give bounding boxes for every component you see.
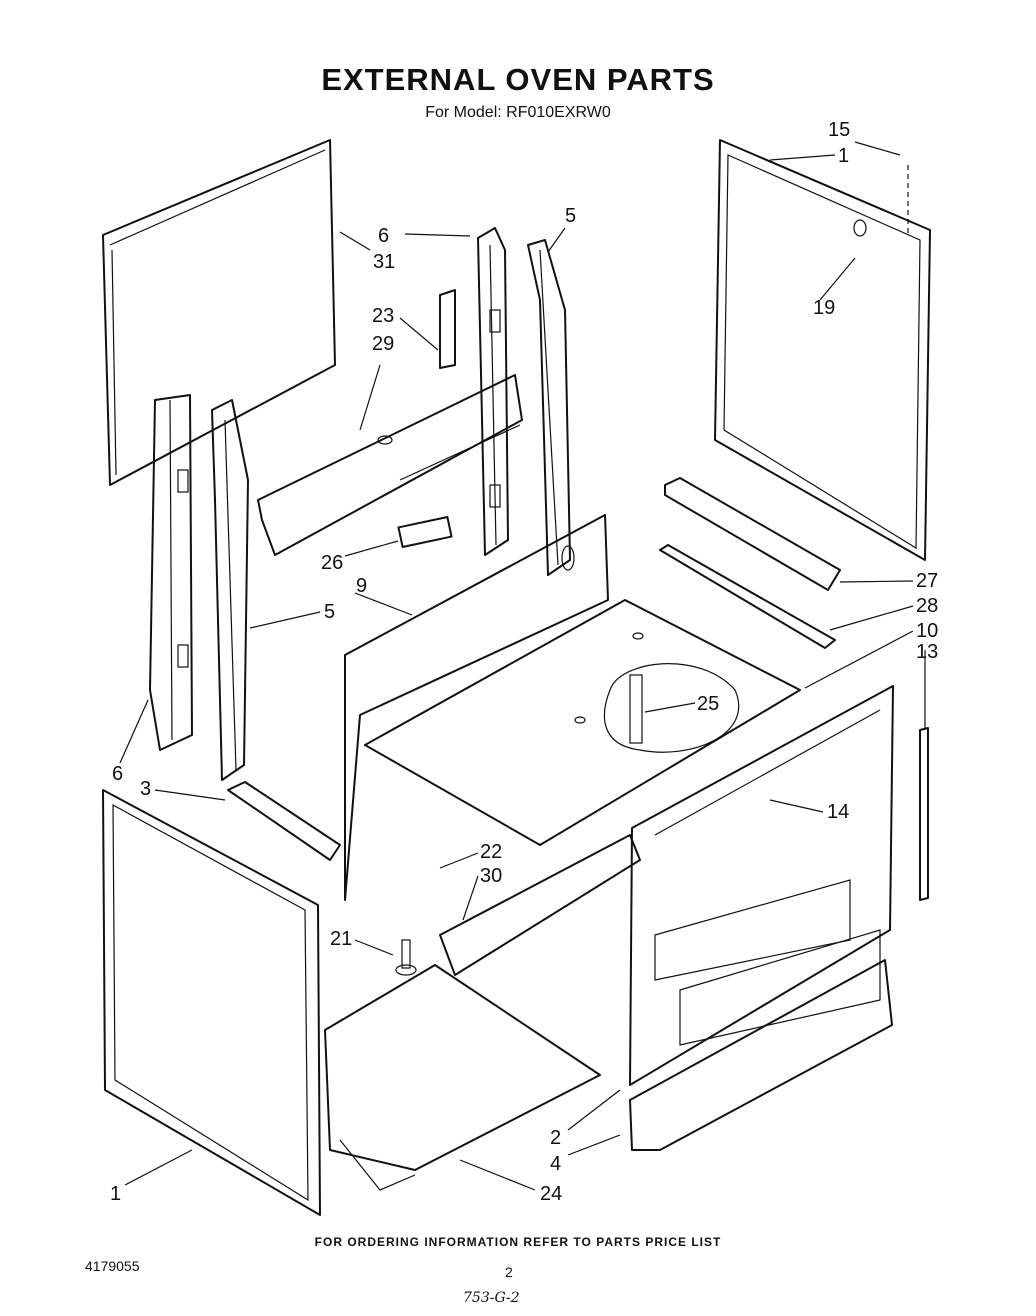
callout-23: 23 <box>372 305 394 327</box>
rear-panel-part <box>344 514 609 901</box>
callout-1: 1 <box>838 145 849 167</box>
left-side-panel-part <box>102 139 336 486</box>
callout-26: 26 <box>321 552 343 574</box>
bottom-base-part <box>324 964 601 1191</box>
left-front-rail-part <box>149 394 193 751</box>
callout-labels: 15 1 5 6 31 23 29 19 26 9 5 27 28 10 13 … <box>110 119 938 1205</box>
front-frame-part <box>629 685 894 1086</box>
rear-cross-bracket-part <box>257 374 523 556</box>
callout-19: 19 <box>813 297 835 319</box>
upper-rail-part <box>664 477 841 591</box>
callout-13: 13 <box>916 641 938 663</box>
callout-3: 3 <box>140 778 151 800</box>
terminal-block-part <box>397 516 453 548</box>
callout-9: 9 <box>356 575 367 597</box>
callout-21: 21 <box>330 928 352 950</box>
bottom-front-rail-part <box>629 959 893 1151</box>
callout-30: 30 <box>480 865 502 887</box>
callout-27: 27 <box>916 570 938 592</box>
left-lower-side-panel-part <box>102 789 321 1216</box>
callout-10: 10 <box>916 620 938 642</box>
vertical-strip-part <box>919 727 929 901</box>
model-subtitle: For Model: RF010EXRW0 <box>425 104 611 121</box>
page-title: EXTERNAL OVEN PARTS <box>321 62 715 97</box>
callout-31: 31 <box>373 251 395 273</box>
callout-1-lower: 1 <box>110 1183 121 1205</box>
callout-29: 29 <box>372 333 394 355</box>
callout-4: 4 <box>550 1153 561 1175</box>
center-rail-part <box>477 227 509 556</box>
callout-24: 24 <box>540 1183 562 1205</box>
oven-floor-part <box>364 599 801 846</box>
callout-leaders <box>119 141 926 1191</box>
front-cross-bar-part <box>227 781 341 861</box>
callout-5-lower: 5 <box>324 601 335 623</box>
left-rear-bracket-part <box>211 399 249 781</box>
ordering-note: FOR ORDERING INFORMATION REFER TO PARTS … <box>314 1235 722 1249</box>
callout-6: 6 <box>378 225 389 247</box>
callout-2: 2 <box>550 1127 561 1149</box>
handwritten-reference: 753-G-2 <box>463 1290 520 1306</box>
callout-6-lower: 6 <box>112 763 123 785</box>
callout-28: 28 <box>916 595 938 617</box>
callout-22: 22 <box>480 841 502 863</box>
callout-25: 25 <box>697 693 719 715</box>
small-strip-part <box>439 289 456 369</box>
leveling-leg-part <box>395 939 417 976</box>
callout-5: 5 <box>565 205 576 227</box>
channel-part <box>439 834 641 976</box>
page-number: 2 <box>505 1264 513 1280</box>
lower-rail-part <box>659 544 836 649</box>
document-number: 4179055 <box>85 1258 140 1274</box>
callout-14: 14 <box>827 801 849 823</box>
right-side-panel-part <box>714 139 931 561</box>
right-rear-bracket-part <box>527 239 571 576</box>
callout-15: 15 <box>828 119 850 141</box>
